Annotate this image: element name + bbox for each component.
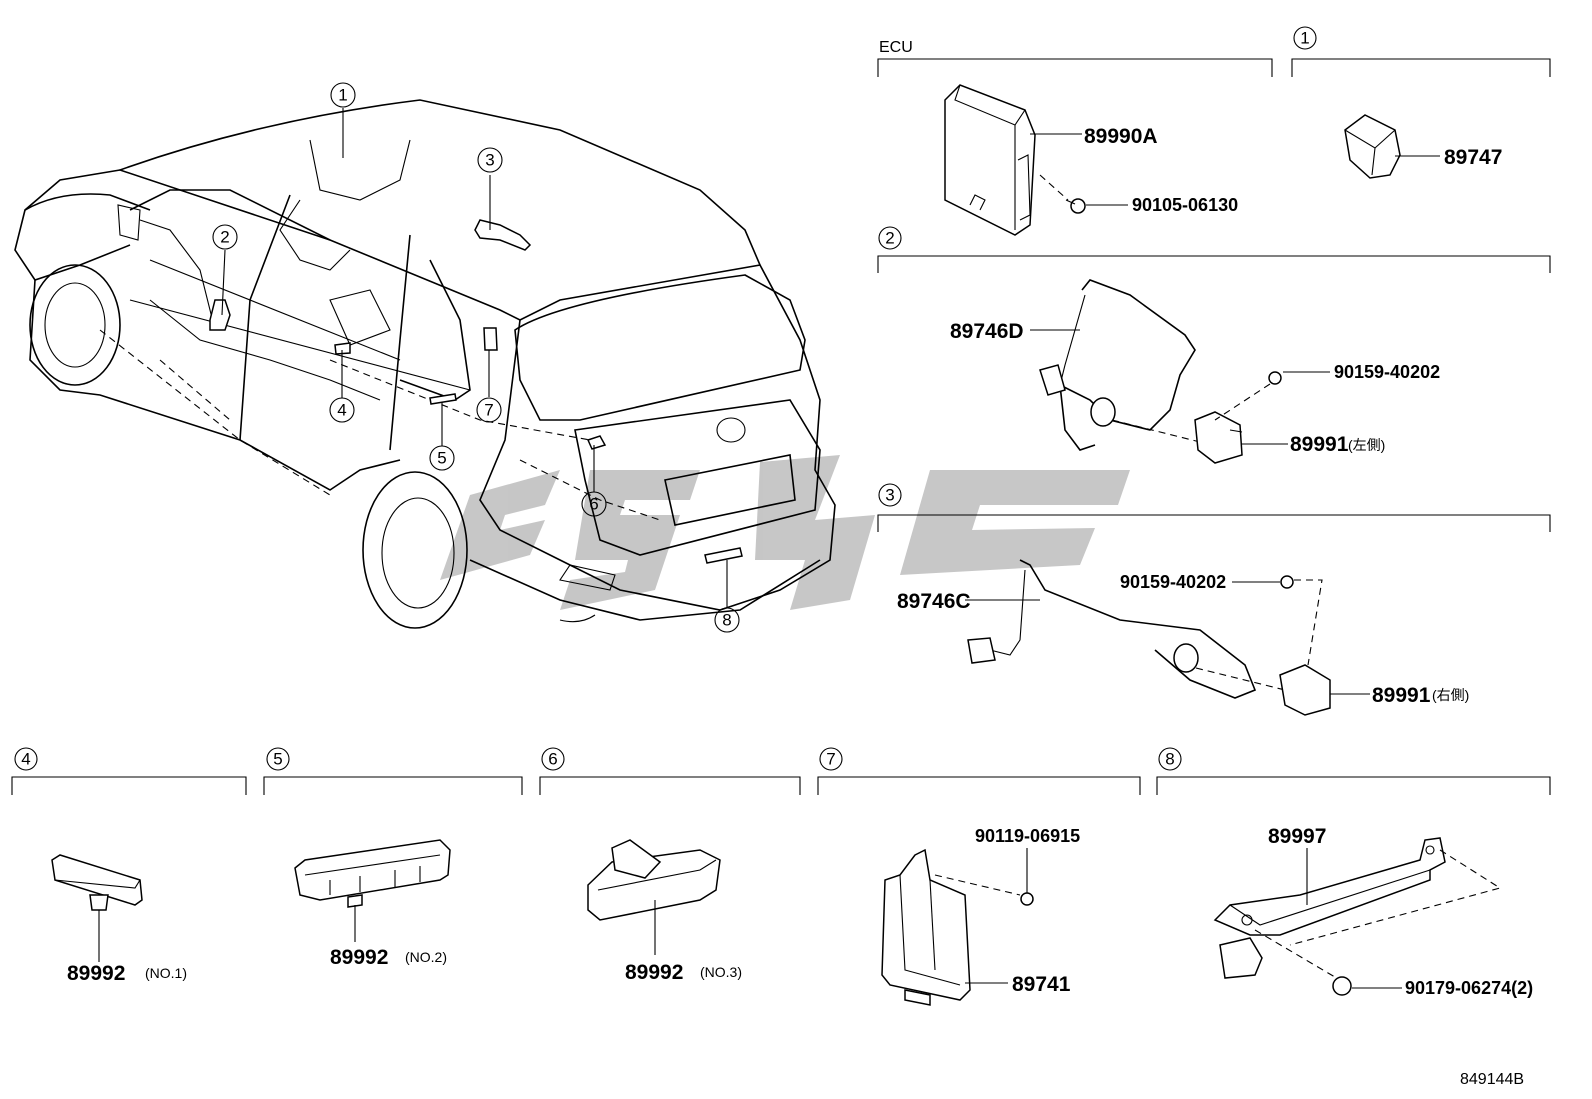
section-2-label: 2 <box>885 229 894 248</box>
section-7-marker: 7 <box>819 747 843 771</box>
part-90179-06274-label: 90179-06274(2) <box>1405 978 1533 998</box>
section-brackets <box>11 58 1551 795</box>
callout-1-label: 1 <box>338 86 347 105</box>
part-90105-06130-label: 90105-06130 <box>1132 195 1238 215</box>
section-1-marker: 1 <box>1293 26 1317 50</box>
part-89990A-label: 89990A <box>1084 125 1158 148</box>
callout-2: 2 <box>212 224 238 250</box>
section-3-marker: 3 <box>878 483 902 507</box>
section-3-label: 3 <box>885 486 894 505</box>
section-1-label: 1 <box>1300 29 1309 48</box>
car-callout-leaders <box>221 108 728 607</box>
part-89997-drawing <box>1213 837 1502 996</box>
part-89991-right-note: (右側) <box>1432 687 1469 703</box>
part-89992-no3-drawing <box>587 839 721 921</box>
part-89991-left-note: (左側) <box>1348 437 1385 453</box>
part-89997-label: 89997 <box>1268 825 1326 848</box>
watermark <box>440 455 1130 610</box>
callout-4-label: 4 <box>337 401 346 420</box>
callout-5-label: 5 <box>437 449 446 468</box>
part-89992-no2-label: 89992 <box>330 946 388 969</box>
part-89992-no2-note: (NO.2) <box>405 949 447 965</box>
callout-5: 5 <box>429 445 455 471</box>
section-8-label: 8 <box>1165 750 1174 769</box>
section-6-marker: 6 <box>541 747 565 771</box>
callout-6-label: 6 <box>589 495 598 514</box>
section-4-label: 4 <box>21 750 30 769</box>
part-89741-drawing <box>881 848 1034 1006</box>
callout-6: 6 <box>581 491 607 517</box>
harness-89746D-drawing <box>1039 279 1282 464</box>
part-89992-no1-drawing <box>51 854 143 911</box>
callout-2-label: 2 <box>220 228 229 247</box>
section-6-label: 6 <box>548 750 557 769</box>
callout-8-label: 8 <box>722 611 731 630</box>
vehicle-illustration <box>14 99 836 629</box>
part-89991-left-label: 89991 <box>1290 433 1349 456</box>
part-89746C-label: 89746C <box>897 590 971 613</box>
section-5-label: 5 <box>273 750 282 769</box>
section-5-marker: 5 <box>266 747 290 771</box>
section-7-label: 7 <box>826 750 835 769</box>
part-90159-40202-a-label: 90159-40202 <box>1334 362 1440 382</box>
harness-89746C-drawing <box>967 559 1331 716</box>
callout-8: 8 <box>714 607 740 633</box>
callout-1: 1 <box>330 82 356 108</box>
ecu-module-drawing <box>944 84 1036 236</box>
part-89747-drawing <box>1344 114 1401 179</box>
ecu-section-label: ECU <box>879 39 913 56</box>
part-89992-no3-label: 89992 <box>625 961 683 984</box>
part-89992-no2-drawing <box>294 839 451 908</box>
part-90119-06915-label: 90119-06915 <box>975 826 1080 846</box>
section-8-marker: 8 <box>1158 747 1182 771</box>
part-89992-no1-note: (NO.1) <box>145 965 187 981</box>
part-89746D-label: 89746D <box>950 320 1024 343</box>
screw-90105-drawing <box>1039 174 1086 214</box>
diagram-id: 849144B <box>1460 1071 1524 1088</box>
callout-7: 7 <box>476 397 502 423</box>
callout-4: 4 <box>329 397 355 423</box>
part-89747-label: 89747 <box>1444 146 1502 169</box>
part-89992-no1-label: 89992 <box>67 962 125 985</box>
callout-3-label: 3 <box>485 151 494 170</box>
part-89741-label: 89741 <box>1012 973 1071 996</box>
callout-7-label: 7 <box>484 401 493 420</box>
section-2-marker: 2 <box>878 226 902 250</box>
part-90159-40202-b-label: 90159-40202 <box>1120 572 1226 592</box>
callout-3: 3 <box>477 147 503 173</box>
part-89992-no3-note: (NO.3) <box>700 964 742 980</box>
part-89991-right-label: 89991 <box>1372 684 1431 707</box>
section-4-marker: 4 <box>14 747 38 771</box>
